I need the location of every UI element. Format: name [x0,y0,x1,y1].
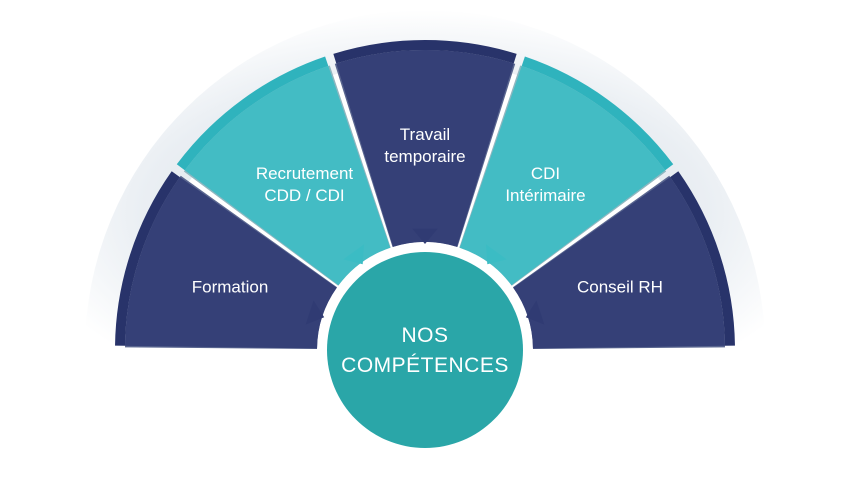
segment-rim-2 [176,56,329,171]
segment-label-4: CDI [531,164,560,183]
segment-rim-5 [670,171,735,346]
segment-label-1: Formation [192,278,269,297]
center-label: NOS [401,324,448,347]
segment-label-3: Travail [400,125,450,144]
arrow-icon [486,244,507,265]
segment-5[interactable] [513,177,725,349]
segment-label-5: Conseil RH [577,278,663,297]
segment-2[interactable] [184,66,391,286]
segment-rim-4 [521,56,674,171]
segment-3[interactable] [336,49,514,247]
segment-rim-1 [115,171,180,346]
arrow-icon [525,300,545,325]
center-circle [327,252,523,448]
segment-label-2: CDD / CDI [264,186,344,205]
segment-rim-3 [333,39,517,64]
segment-label-4: Intérimaire [505,186,585,205]
arrow-icon [412,228,438,244]
segment-4[interactable] [459,66,666,286]
segment-1[interactable] [125,177,337,349]
center-label: COMPÉTENCES [341,354,509,377]
arrow-icon [305,300,325,325]
segment-label-2: Recrutement [256,164,354,183]
segment-label-3: temporaire [384,147,465,166]
arrow-icon [343,244,364,265]
